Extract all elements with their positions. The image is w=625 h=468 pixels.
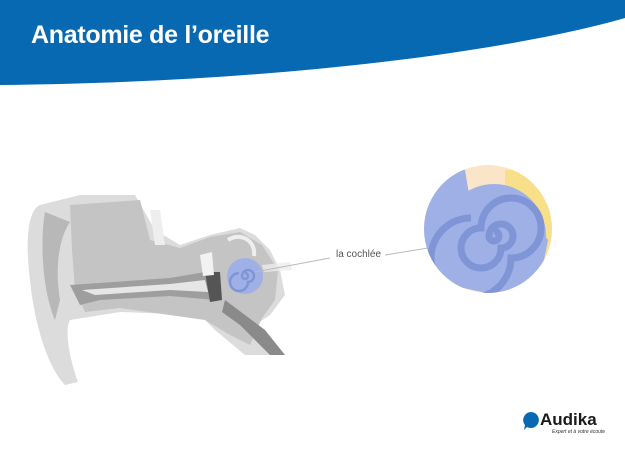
cochlea-small [227, 258, 263, 294]
logo-tagline: Expert et à votre écoute [552, 429, 606, 435]
speech-bubble-icon [523, 412, 539, 430]
header-banner [0, 0, 625, 85]
ear-cross-section [27, 195, 292, 385]
audika-logo: Audika Expert et à votre écoute [522, 410, 612, 440]
cochlea-label: la cochlée [336, 249, 382, 260]
logo-brand: Audika [540, 410, 597, 429]
page-title: Anatomie de l’oreille [31, 21, 270, 49]
pointer-line-left [254, 257, 331, 273]
cochlea-zoom-circle [424, 165, 552, 293]
pointer-line-right [384, 247, 429, 256]
